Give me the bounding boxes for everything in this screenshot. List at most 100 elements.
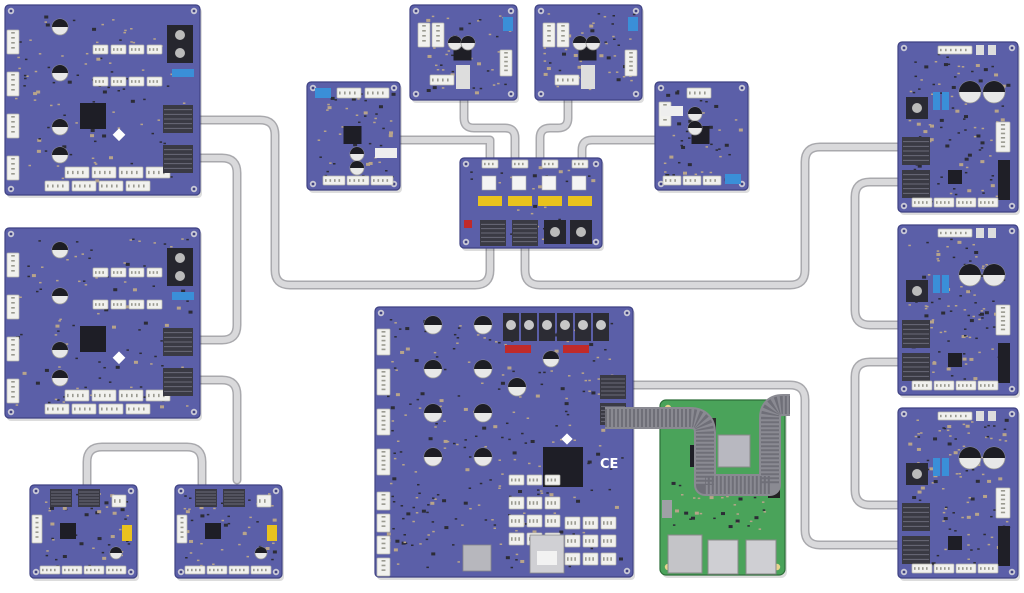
connector — [682, 175, 702, 186]
chip — [80, 326, 106, 352]
fuse — [478, 196, 502, 206]
board-left-top[interactable] — [4, 4, 202, 198]
fuse — [933, 275, 940, 293]
fuse — [538, 196, 562, 206]
connector — [92, 44, 109, 55]
board-tool-3[interactable] — [534, 4, 644, 103]
connector — [564, 552, 581, 566]
boards — [4, 4, 1020, 581]
connector — [481, 159, 499, 169]
connector — [110, 76, 127, 87]
board-main[interactable] — [374, 306, 635, 580]
connector — [92, 299, 109, 310]
chip — [343, 126, 362, 144]
terminal-block — [503, 17, 513, 31]
connector — [128, 299, 145, 310]
ethernet-port — [667, 534, 703, 574]
connector — [564, 516, 581, 530]
chip — [948, 170, 962, 184]
connector — [176, 514, 188, 544]
connector — [582, 516, 599, 530]
header — [581, 65, 595, 89]
board-tool-4[interactable] — [654, 81, 750, 193]
connector — [376, 535, 391, 555]
terminal-block — [725, 174, 741, 184]
board-right-top[interactable] — [897, 41, 1020, 215]
cables — [82, 95, 905, 550]
header — [998, 526, 1010, 566]
connector — [376, 328, 391, 356]
connector — [526, 496, 543, 510]
board-right-middle[interactable] — [897, 224, 1020, 398]
logo-mark — [561, 433, 573, 445]
board-bottom-left-b[interactable] — [174, 484, 284, 581]
header — [456, 65, 470, 89]
header — [998, 343, 1010, 383]
terminal-block — [628, 17, 638, 31]
connector — [600, 516, 617, 530]
fuse — [942, 92, 949, 110]
logo-mark — [112, 128, 126, 142]
cable-right-top-to-right-middle — [850, 177, 905, 330]
connector — [662, 175, 682, 186]
connector — [376, 491, 391, 511]
fuse — [563, 345, 589, 353]
connector — [128, 267, 145, 278]
connector — [600, 552, 617, 566]
connector — [128, 76, 145, 87]
cable-bottom-left-loop — [82, 442, 207, 490]
chip — [948, 536, 962, 550]
connector — [508, 496, 525, 510]
connector — [564, 534, 581, 548]
header — [998, 160, 1010, 200]
connector — [508, 474, 525, 486]
jumper — [122, 525, 132, 541]
connector — [146, 267, 163, 278]
connector — [541, 159, 559, 169]
connector — [110, 44, 127, 55]
connector — [624, 49, 638, 77]
connector — [571, 159, 589, 169]
chip — [80, 103, 106, 129]
chip — [60, 523, 76, 539]
connector — [511, 159, 529, 169]
fuse — [568, 196, 592, 206]
connector — [582, 552, 599, 566]
fuse — [942, 458, 949, 476]
board-tool-2[interactable] — [409, 4, 519, 103]
connector — [376, 448, 391, 476]
chip — [205, 523, 221, 539]
connector — [128, 44, 145, 55]
board-right-bottom[interactable] — [897, 407, 1020, 581]
connector — [376, 513, 391, 533]
usb-port — [745, 539, 777, 575]
connector — [544, 496, 561, 510]
soc-shield — [717, 434, 751, 468]
board-left-middle[interactable] — [4, 227, 202, 421]
chip — [948, 353, 962, 367]
connector — [92, 267, 109, 278]
usb-port — [707, 539, 739, 575]
board-tool-1[interactable] — [306, 81, 402, 193]
connector — [544, 514, 561, 528]
header — [661, 106, 683, 116]
jumper — [267, 525, 277, 541]
connector — [702, 175, 722, 186]
connector — [146, 299, 163, 310]
fuse — [172, 292, 194, 300]
board-bottom-left-a[interactable] — [29, 484, 139, 581]
connector — [526, 514, 543, 528]
connector — [508, 532, 525, 546]
fuse — [508, 196, 532, 206]
hdmi-port — [662, 500, 672, 518]
connector — [376, 408, 391, 436]
board-distribution[interactable] — [459, 157, 604, 251]
connector — [92, 76, 109, 87]
connector — [544, 474, 561, 486]
fuse — [933, 458, 940, 476]
connector — [146, 76, 163, 87]
fuse — [505, 345, 531, 353]
ce-marking: CE — [600, 457, 618, 472]
connector — [110, 299, 127, 310]
